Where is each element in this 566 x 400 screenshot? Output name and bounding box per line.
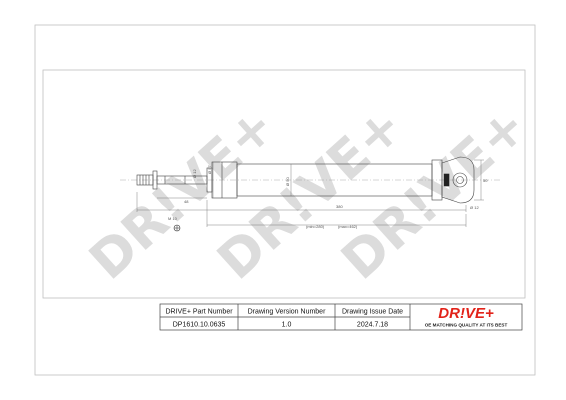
brand-tagline: OE MATCHING QUALITY AT ITS BEST [425, 323, 508, 328]
value-part-number: DP1610.10.0635 [173, 322, 226, 329]
eye-bushing [443, 173, 450, 187]
dim-diameter-small: Ø 12 [192, 169, 197, 178]
value-version-number: 1.0 [282, 322, 292, 329]
dim-eye-hole: Ø 12 [470, 205, 479, 210]
dim-thread: M 10 [168, 216, 178, 221]
dim-overall-length: 380 [336, 204, 343, 209]
eye-hole [452, 172, 468, 188]
dim-diameter-eye: Ø 57 [207, 165, 212, 174]
dim-max-length: (max=462) [338, 224, 358, 229]
dim-diameter-body: Ø 50 [285, 177, 290, 186]
dim-eye-height: 50 [483, 178, 488, 183]
inner-frame [42, 69, 526, 299]
title-block: DRIVE+ Part Number Drawing Version Numbe… [159, 303, 523, 331]
dimension-lines [136, 159, 484, 227]
outer-border [34, 24, 536, 376]
brand-logo: DR!VE+ [438, 305, 494, 322]
dim-rod-length: 48 [184, 199, 189, 204]
header-part-number: DRIVE+ Part Number [165, 309, 233, 316]
value-issue-date: 2024.7.18 [357, 322, 388, 329]
watermark-group: DR!VE+ DR!VE+ DR!VE+ [79, 96, 539, 292]
header-issue-date: Drawing Issue Date [342, 309, 403, 316]
shock-absorber-drawing [120, 156, 500, 232]
dim-min-length: (min=280) [306, 224, 325, 229]
eye-mount [441, 156, 475, 204]
header-version-number: Drawing Version Number [248, 309, 326, 316]
